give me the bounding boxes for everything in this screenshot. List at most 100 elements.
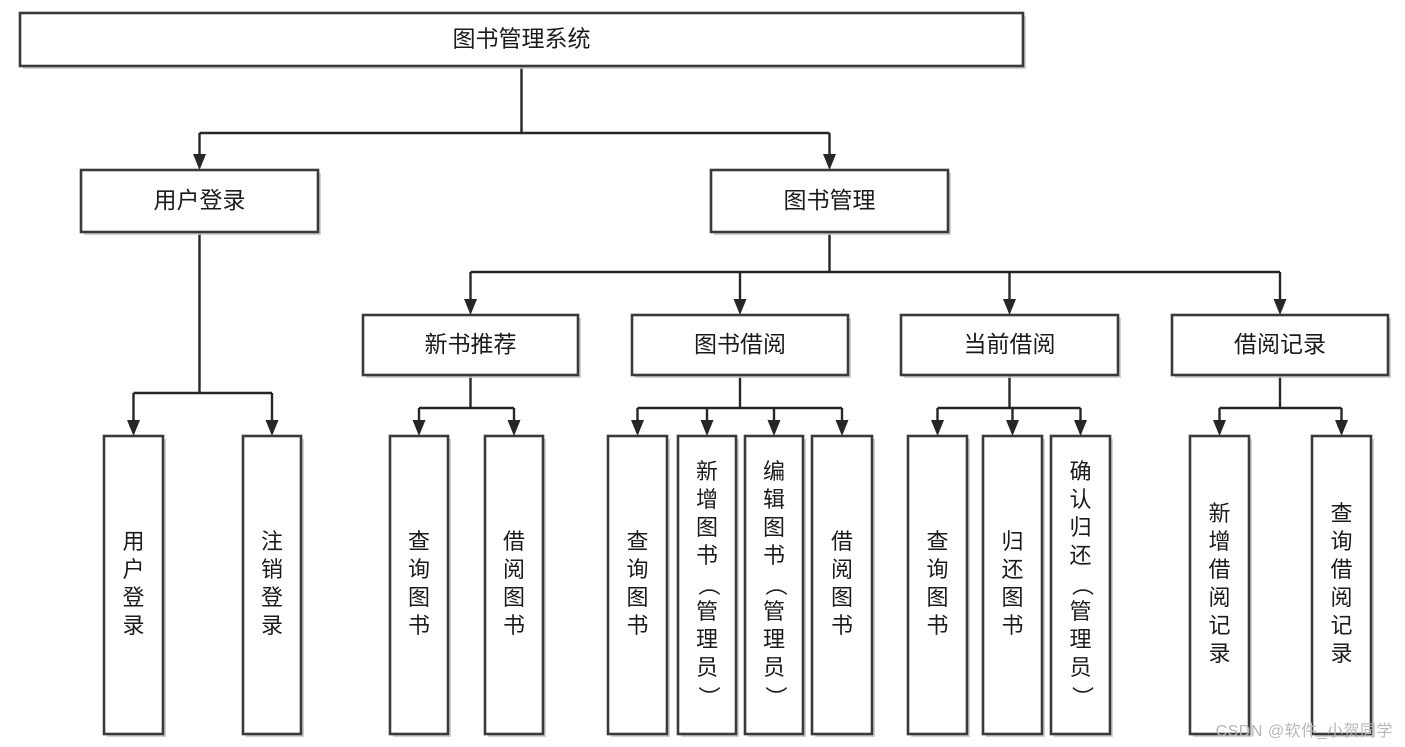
node-label-char: 借: [1330, 557, 1352, 582]
node-label-char: 销: [261, 557, 283, 582]
connector-group: [631, 375, 849, 436]
arrow-head-icon: [631, 420, 644, 436]
node-label-char: 借: [831, 529, 853, 554]
node-label-char: 增: [696, 487, 718, 512]
node-box[interactable]: [483, 434, 545, 736]
node-box[interactable]: [709, 168, 950, 234]
node-label-char: ）: [763, 686, 788, 708]
node-book-manage[interactable]: 图书管理: [709, 168, 951, 235]
node-label-char: 员: [696, 655, 718, 680]
node-label-char: 借: [503, 529, 525, 554]
node-label-char: 书: [503, 613, 525, 638]
node-label-char: 理: [763, 627, 785, 652]
node-label-char: 注: [261, 529, 283, 554]
node-label-char: 书: [831, 613, 853, 638]
node-label-char: 书: [626, 613, 648, 638]
arrow-head-icon: [1074, 420, 1087, 436]
node-label-char: 阅: [1330, 585, 1352, 610]
arrow-head-icon: [835, 420, 849, 436]
node-label-char: 登: [261, 585, 283, 610]
node-box[interactable]: [388, 434, 450, 736]
node-label-char: 查: [926, 529, 948, 554]
node-label-char: ）: [696, 686, 721, 708]
node-label-char: （: [696, 574, 721, 596]
arrow-head-icon: [507, 420, 521, 436]
arrow-head-icon: [733, 299, 747, 315]
node-label-char: 编: [763, 459, 785, 484]
node-label: 图书借阅: [694, 331, 786, 357]
node-label-char: 录: [1330, 641, 1352, 666]
node-new-book-rec[interactable]: 新书推荐: [361, 313, 581, 378]
connector-layer: [127, 66, 1348, 436]
node-label-char: 图: [696, 515, 718, 540]
node-label: 用户登录: [122, 529, 144, 638]
node-box[interactable]: [906, 434, 969, 736]
node-box[interactable]: [743, 434, 805, 736]
node-book-borrow[interactable]: 图书借阅: [630, 313, 851, 378]
node-box[interactable]: [899, 313, 1120, 377]
node-box[interactable]: [981, 434, 1044, 736]
node-box[interactable]: [630, 313, 850, 377]
node-label-char: 查: [1330, 501, 1352, 526]
node-box[interactable]: [18, 11, 1025, 68]
node-label-char: 记: [1208, 613, 1230, 638]
node-box[interactable]: [676, 434, 738, 736]
node-box[interactable]: [606, 434, 669, 736]
arrow-head-icon: [1006, 420, 1019, 436]
node-borrow-record[interactable]: 借阅记录: [1170, 313, 1391, 378]
node-label-char: 录: [122, 613, 144, 638]
node-label-char: 员: [763, 655, 785, 680]
arrow-head-icon: [1003, 299, 1016, 315]
node-label-char: 询: [626, 557, 648, 582]
node-box[interactable]: [1310, 434, 1373, 736]
node-label: 图书管理系统: [453, 26, 591, 52]
node-box[interactable]: [810, 434, 874, 736]
arrow-head-icon: [1213, 420, 1226, 436]
node-box[interactable]: [1170, 313, 1390, 377]
node-box[interactable]: [361, 313, 580, 377]
node-user-login[interactable]: 用户登录: [79, 168, 321, 235]
node-box[interactable]: [1049, 434, 1112, 736]
arrow-head-icon: [265, 420, 279, 436]
node-label-char: 询: [926, 557, 948, 582]
node-label-char: 管: [1069, 599, 1091, 624]
node-label-char: 图: [626, 585, 648, 610]
node-label-char: 阅: [503, 557, 525, 582]
connector-group: [464, 232, 1287, 315]
node-label-char: 户: [122, 557, 144, 582]
node-label-char: 还: [1001, 557, 1023, 582]
node-leaf-user-login[interactable]: 用户登录: [102, 434, 166, 737]
node-box[interactable]: [1188, 434, 1251, 736]
node-label-char: 员: [1069, 655, 1091, 680]
node-label: 借阅记录: [1234, 331, 1326, 357]
node-label-char: 增: [1208, 529, 1230, 554]
node-root[interactable]: 图书管理系统: [18, 11, 1026, 69]
node-box[interactable]: [102, 434, 165, 736]
node-box[interactable]: [79, 168, 320, 234]
node-label: 新书推荐: [425, 331, 517, 357]
node-box[interactable]: [241, 434, 303, 736]
node-label-char: 询: [1330, 529, 1352, 554]
node-label-char: 书: [763, 543, 785, 568]
node-current-borrow[interactable]: 当前借阅: [899, 313, 1121, 378]
